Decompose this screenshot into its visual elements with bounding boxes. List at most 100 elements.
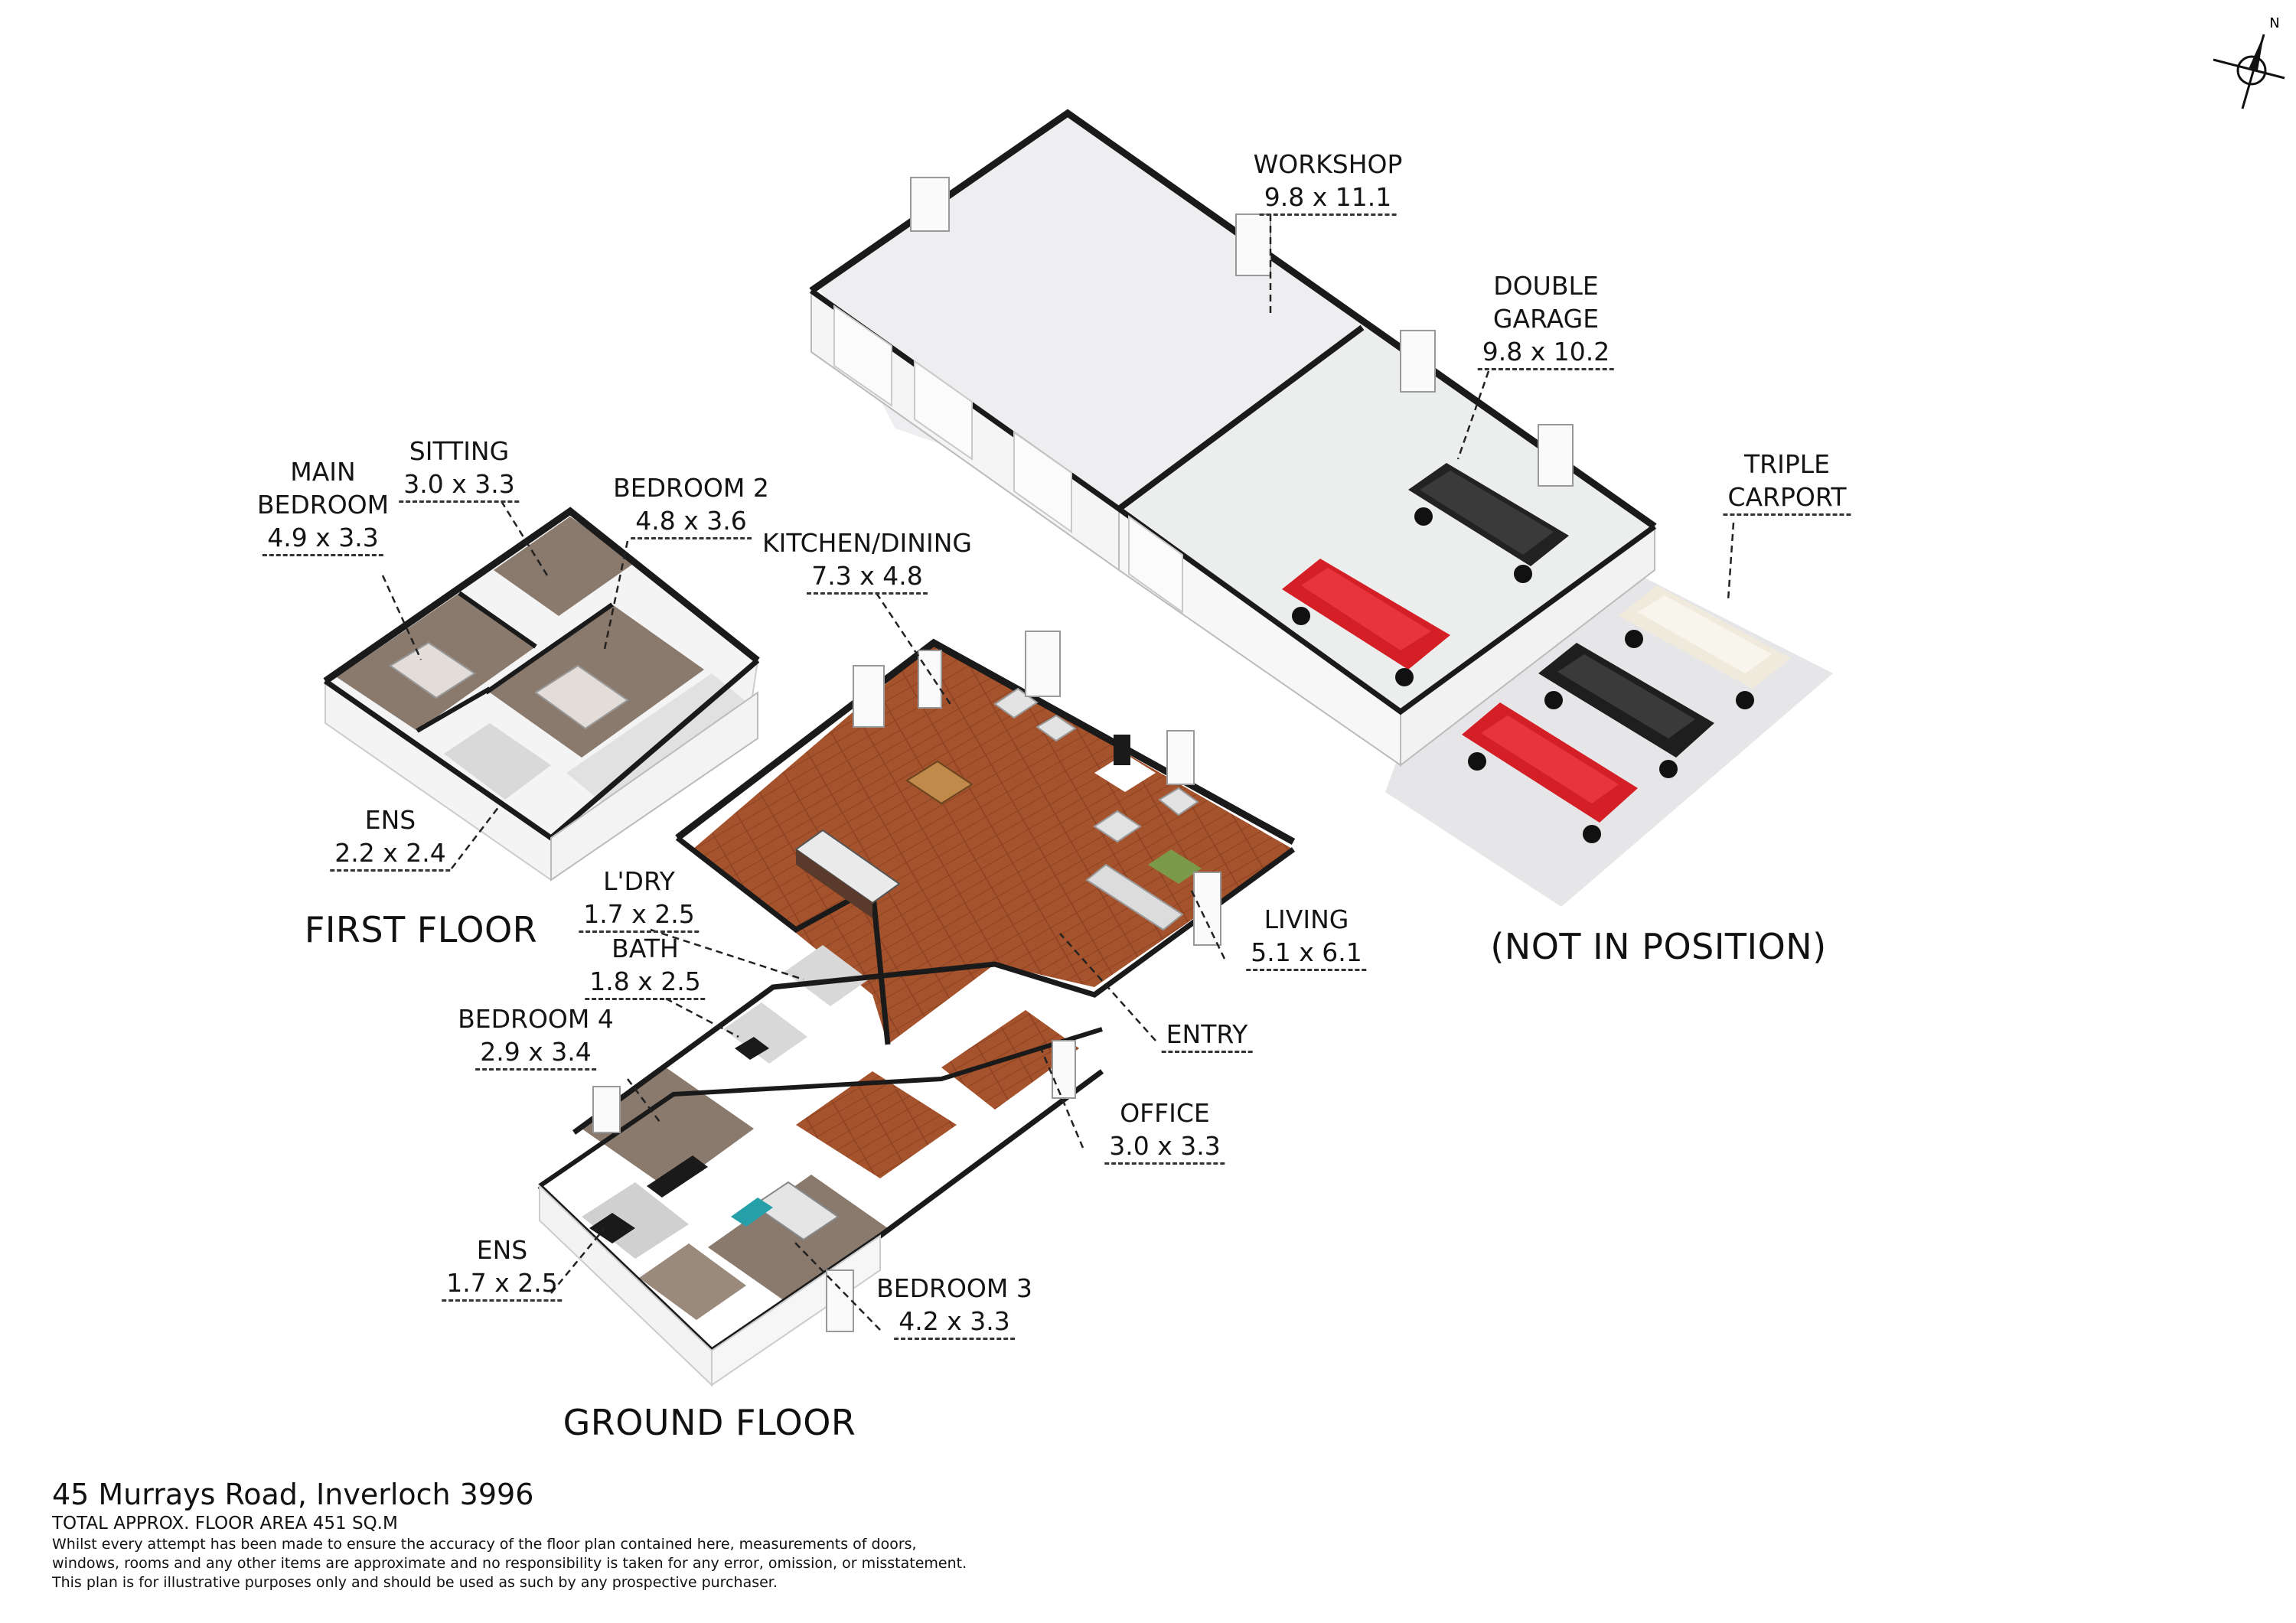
label-workshop: WORKSHOP 9.8 x 11.1 — [1254, 148, 1402, 216]
room-dimensions: 4.8 x 3.6 — [631, 504, 752, 539]
label-entry: ENTRY — [1161, 1018, 1253, 1053]
roller-door — [833, 305, 892, 407]
ens-first-floor — [444, 723, 551, 800]
label-ens-first: ENS 2.2 x 2.4 — [330, 803, 451, 872]
bed-throw — [731, 1198, 773, 1227]
leader-laundry — [650, 928, 804, 981]
room-name: BEDROOM — [256, 490, 390, 520]
compass-ring — [2236, 55, 2267, 86]
bedroom3-floor — [708, 1175, 888, 1301]
ground-floor — [537, 631, 1296, 1387]
leader-carport — [1727, 522, 1735, 601]
bed — [534, 664, 629, 730]
room-dimensions: 3.0 x 3.3 — [1104, 1129, 1225, 1165]
label-bedroom2: BEDROOM 2 4.8 x 3.6 — [613, 471, 769, 539]
room-dimensions: 7.3 x 4.8 — [807, 559, 928, 595]
ground-floor-title: GROUND FLOOR — [563, 1402, 856, 1443]
armchair — [1158, 787, 1199, 816]
room-name: DOUBLE — [1493, 271, 1599, 301]
bath-floor — [723, 1002, 807, 1064]
room-dimensions: 4.9 x 3.3 — [263, 521, 383, 556]
leader-entry — [1059, 933, 1156, 1041]
disclaimer-line: windows, rooms and any other items are a… — [52, 1555, 967, 1572]
garage-floor — [1117, 325, 1653, 715]
room-dimensions: 2.9 x 3.4 — [475, 1035, 596, 1071]
window — [910, 177, 950, 232]
car-red-carport — [1462, 702, 1638, 843]
desk-robe — [647, 1155, 708, 1198]
leader-bedroom2 — [603, 540, 629, 650]
bed — [752, 1181, 840, 1241]
room-name: BEDROOM 4 — [458, 1004, 614, 1034]
label-living: LIVING 5.1 x 6.1 — [1246, 903, 1367, 971]
not-in-position-note: (NOT IN POSITION) — [1490, 926, 1827, 967]
room-name: BATH — [612, 934, 679, 963]
property-address: 45 Murrays Road, Inverloch 3996 — [52, 1478, 534, 1511]
first-floor-walls — [323, 507, 760, 684]
room-name: KITCHEN/DINING — [762, 528, 972, 558]
glass-balustrade — [550, 691, 758, 882]
fireplace-hearth — [1094, 754, 1156, 792]
room-name: BEDROOM 3 — [876, 1273, 1032, 1303]
window — [1166, 730, 1195, 785]
label-bath: BATH 1.8 x 2.5 — [585, 932, 706, 1000]
roller-door — [1128, 515, 1183, 614]
room-name: TRIPLE — [1744, 449, 1830, 479]
room-name: CARPORT — [1723, 481, 1851, 516]
first-floor — [323, 507, 760, 882]
partition-wall — [1117, 324, 1365, 512]
dining-table — [905, 760, 974, 805]
interior-wall — [416, 686, 491, 733]
hallway-floor — [796, 1071, 957, 1178]
label-bedroom4: BEDROOM 4 2.9 x 3.4 — [458, 1002, 614, 1071]
room-name: GARAGE — [1492, 304, 1600, 334]
leader-lines — [381, 214, 1735, 1331]
north-label: N — [2269, 15, 2279, 31]
window — [1400, 330, 1436, 393]
window — [918, 650, 942, 709]
leader-sitting — [500, 500, 549, 576]
room-name: MAIN — [290, 457, 356, 487]
window — [1052, 1040, 1076, 1099]
ground-floor-lower-walls — [538, 1027, 1103, 1188]
label-laundry: L'DRY 1.7 x 2.5 — [579, 865, 700, 933]
roller-door — [1013, 431, 1072, 533]
room-dimensions: 5.1 x 6.1 — [1246, 936, 1367, 971]
car-white-carport — [1619, 585, 1791, 709]
room-dimensions: 1.7 x 2.5 — [579, 898, 700, 933]
room-dimensions: 1.8 x 2.5 — [585, 965, 706, 1000]
laundry-floor — [784, 945, 869, 1006]
interior-wall — [484, 602, 614, 695]
window — [853, 665, 885, 728]
window — [1538, 424, 1574, 487]
rug — [1148, 849, 1202, 884]
room-name: LIVING — [1264, 904, 1349, 934]
room-name: OFFICE — [1120, 1098, 1210, 1128]
robe-floor — [639, 1243, 746, 1320]
first-floor-title: FIRST FLOOR — [304, 909, 538, 950]
car-red-garage — [1282, 559, 1450, 686]
label-office: OFFICE 3.0 x 3.3 — [1104, 1097, 1225, 1165]
leader-garage — [1456, 370, 1490, 460]
leader-ens-first — [451, 803, 502, 869]
label-sitting: SITTING 3.0 x 3.3 — [399, 435, 520, 503]
room-dimensions: 1.7 x 2.5 — [442, 1266, 563, 1302]
ground-floor-wing-walls — [572, 847, 1296, 1135]
total-floor-area: TOTAL APPROX. FLOOR AREA 451 SQ.M — [52, 1514, 398, 1533]
leader-ens-ground — [550, 1227, 605, 1294]
footer: 45 Murrays Road, Inverloch 3996 TOTAL AP… — [52, 1477, 1047, 1592]
interior-wall — [458, 591, 537, 649]
window — [592, 1086, 621, 1133]
car-black-carport — [1538, 643, 1714, 778]
fireplace — [1114, 735, 1130, 765]
window — [1193, 872, 1221, 946]
leader-bedroom3 — [791, 1239, 881, 1331]
label-triple-carport: TRIPLE CARPORT — [1723, 448, 1851, 516]
cars — [1282, 463, 1791, 843]
ens-ground-floor — [582, 1182, 689, 1259]
armchair — [1093, 810, 1142, 843]
kitchen-island — [794, 829, 901, 904]
leader-kitchen — [875, 592, 954, 709]
leader-living — [1189, 887, 1226, 960]
